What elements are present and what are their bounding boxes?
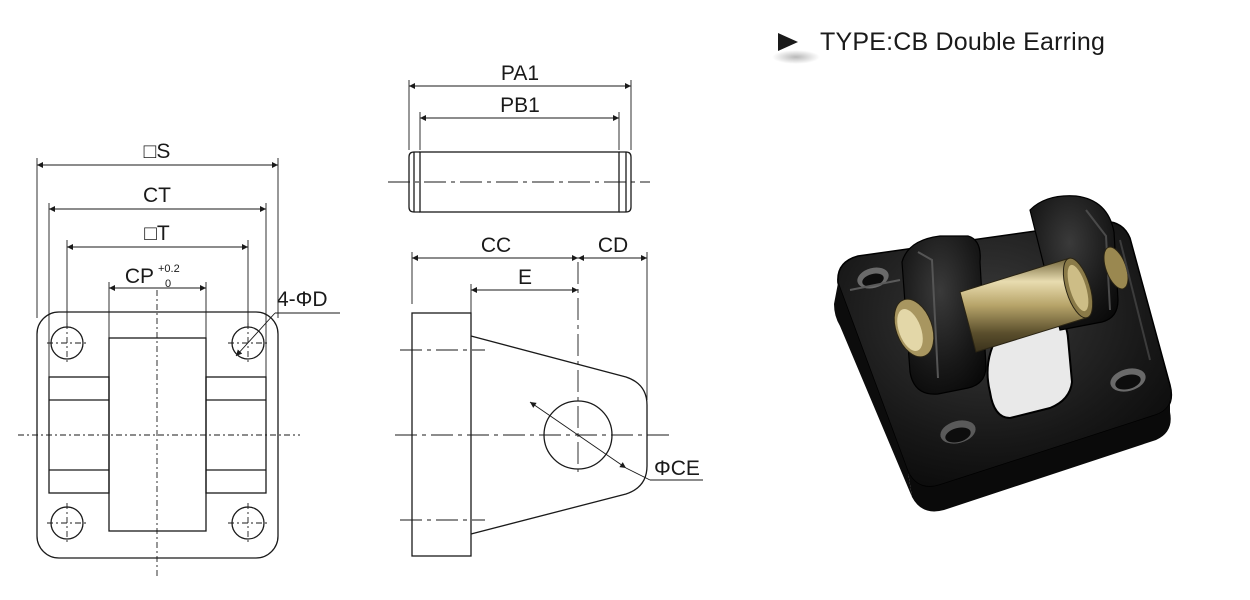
page-title: TYPE:CB Double Earring xyxy=(820,27,1106,56)
label-d: 4-ΦD xyxy=(277,288,328,311)
label-cd: CD xyxy=(598,234,628,257)
title-block: TYPE:CB Double Earring xyxy=(772,24,1106,64)
dim-ce xyxy=(529,401,627,469)
label-cp-tol-lower: 0 xyxy=(165,278,171,290)
pin-view xyxy=(388,80,650,213)
side-view-labels: CC CD E ΦCE xyxy=(481,234,700,480)
front-view-labels: □S CT □T CP +0.2 0 4-ΦD xyxy=(125,140,328,311)
label-cc: CC xyxy=(481,234,511,257)
title-shadow xyxy=(772,50,820,64)
label-cp-tol-upper: +0.2 xyxy=(158,263,180,275)
label-cp: CP xyxy=(125,265,154,288)
label-ce: ΦCE xyxy=(654,457,700,480)
side-view xyxy=(395,252,703,557)
label-pa1: PA1 xyxy=(501,62,539,85)
label-e: E xyxy=(518,266,532,289)
side-lug-profile xyxy=(470,335,648,535)
label-s: □S xyxy=(144,140,171,163)
triangle-right-icon xyxy=(778,33,798,51)
pin-view-labels: PA1 PB1 xyxy=(500,62,540,117)
label-ct: CT xyxy=(143,184,171,207)
front-view xyxy=(18,158,340,578)
label-t: □T xyxy=(144,222,170,245)
double-earring-photo-icon xyxy=(834,195,1173,512)
side-base-plate xyxy=(411,312,472,557)
label-pb1: PB1 xyxy=(500,94,540,117)
center-block xyxy=(108,337,207,532)
